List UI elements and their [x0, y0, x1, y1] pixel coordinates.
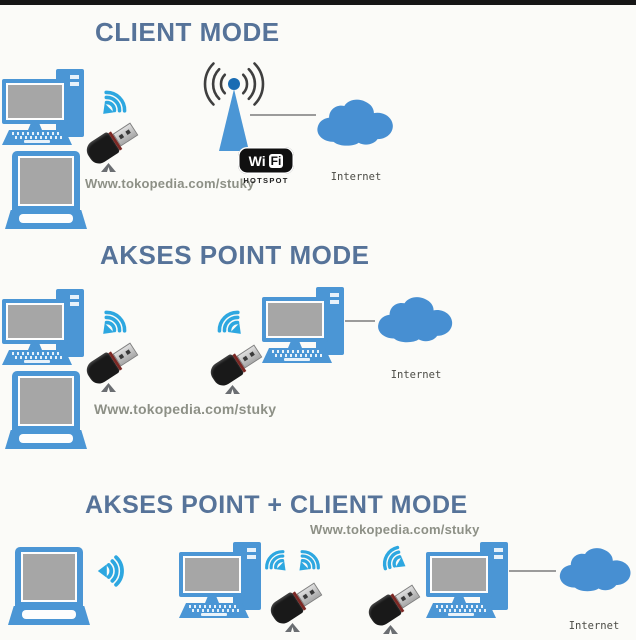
- usb-wifi-adapter: [82, 340, 142, 392]
- monitor-stand: [452, 597, 466, 603]
- wifi-signal-icon: [96, 553, 132, 589]
- computer-keyboard: [179, 603, 249, 618]
- computer-monitor: [262, 297, 328, 342]
- hotspot-antenna-icon: [203, 62, 265, 151]
- client-mode-title: CLIENT MODE: [95, 17, 280, 47]
- internet-label: Internet: [568, 620, 620, 632]
- wifi-signal-icon: [371, 537, 415, 581]
- watermark: Www.tokopedia.com/stuky: [310, 522, 480, 537]
- connection-line: [509, 570, 556, 572]
- computer-monitor: [426, 552, 492, 597]
- desktop-computer: [426, 542, 512, 618]
- computer-keyboard: [262, 348, 332, 363]
- monitor-stand: [28, 124, 42, 130]
- akses-point-mode-title: AKSES POINT MODE: [100, 240, 370, 270]
- monitor-stand: [288, 342, 302, 348]
- watermark: Www.tokopedia.com/stuky: [85, 176, 255, 191]
- internet-cloud-icon: [554, 545, 636, 595]
- laptop-computer: [5, 371, 87, 449]
- desktop-computer: [262, 287, 348, 363]
- internet-cloud-icon: [310, 97, 402, 149]
- hotspot-label: HOTSPOT: [243, 176, 289, 185]
- internet-cloud-icon: [372, 294, 460, 346]
- usb-wifi-adapter: [266, 580, 326, 632]
- internet-label: Internet: [390, 369, 442, 381]
- computer-keyboard: [2, 130, 72, 145]
- laptop-screen: [12, 371, 80, 430]
- watermark: Www.tokopedia.com/stuky: [94, 401, 277, 417]
- computer-monitor: [2, 299, 68, 344]
- monitor-stand: [205, 597, 219, 603]
- laptop-screen: [12, 151, 80, 210]
- monitor-stand: [28, 344, 42, 350]
- top-border-bar: [0, 0, 636, 5]
- desktop-computer: [179, 542, 265, 618]
- wifi-badge-fi: Fi: [268, 153, 284, 168]
- internet-label: Internet: [330, 171, 382, 183]
- wifi-badge-wi: Wi: [248, 152, 266, 169]
- laptop-screen: [15, 547, 83, 606]
- connection-line: [250, 114, 316, 116]
- wifi-signal-icon: [288, 540, 330, 582]
- usb-wifi-adapter: [364, 582, 424, 634]
- wifi-hotspot-badge: Wi Fi: [238, 147, 294, 174]
- computer-monitor: [2, 79, 68, 124]
- desktop-computer: [2, 289, 88, 365]
- laptop-base: [5, 430, 87, 449]
- laptop-computer: [8, 547, 90, 625]
- usb-wifi-adapter: [82, 120, 142, 172]
- computer-keyboard: [426, 603, 496, 618]
- laptop-computer: [5, 151, 87, 229]
- laptop-base: [5, 210, 87, 229]
- desktop-computer: [2, 69, 88, 145]
- usb-wifi-adapter: [206, 342, 266, 394]
- connection-line: [345, 320, 375, 322]
- akses-point-client-mode-title: AKSES POINT + CLIENT MODE: [85, 491, 468, 519]
- computer-keyboard: [2, 350, 72, 365]
- wifi-signal-icon: [206, 299, 254, 347]
- laptop-base: [8, 606, 90, 625]
- computer-monitor: [179, 552, 245, 597]
